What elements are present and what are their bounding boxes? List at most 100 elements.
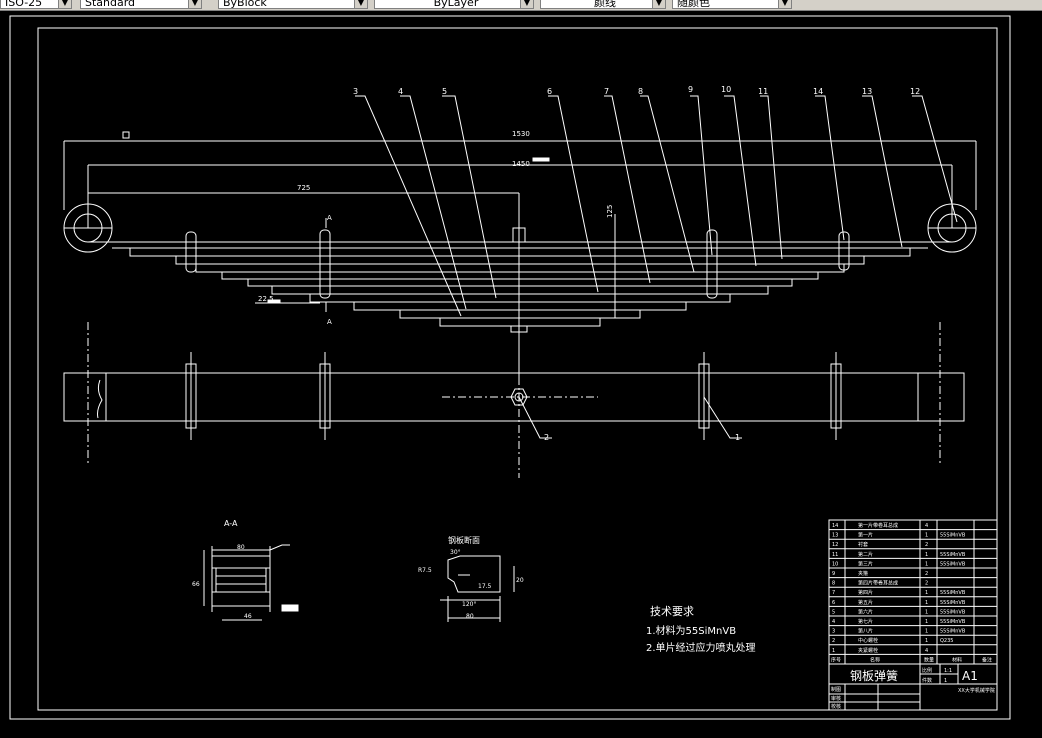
- tech-notes: 技术要求 1.材料为55SiMnVB 2.单片经过应力喷丸处理: [646, 605, 756, 654]
- bom-no: 4: [832, 619, 835, 625]
- part-label-12: 12: [910, 87, 920, 96]
- part-label-1: 1: [735, 433, 740, 442]
- bom-no: 10: [832, 561, 838, 567]
- bom-no: 8: [832, 581, 835, 587]
- bom-material: 55SiMnVB: [940, 533, 966, 539]
- bom-name: 夹箍: [858, 570, 868, 577]
- part-label-6: 6: [547, 87, 552, 96]
- tech-item-1: 1.材料为55SiMnVB: [646, 624, 736, 637]
- bom-name: 第七片: [858, 618, 873, 625]
- chevron-down-icon: ▼: [652, 0, 665, 8]
- section-dim-80: 80: [237, 544, 245, 551]
- bom-header-cell: 材料: [952, 656, 962, 663]
- bom-header-cell: 序号: [831, 656, 841, 663]
- bom-no: 13: [832, 533, 838, 539]
- part-label-8: 8: [638, 87, 643, 96]
- toolbar: ISO-25▼ Standard▼ ByBlock▼ ByLayer▼ 颜线▼ …: [0, 0, 1042, 11]
- school-name: XX大学机械学院: [958, 687, 995, 694]
- section-aa: A-A 80 66 46: [192, 519, 299, 621]
- plotstyle-select[interactable]: 随颜色▼: [672, 0, 792, 9]
- bom-name: 夹紧螺栓: [858, 647, 878, 654]
- profile-dim-thick: 20: [516, 577, 524, 584]
- profile-title: 钢板断面: [448, 535, 480, 545]
- dim-half: 725: [297, 184, 310, 192]
- part-label-9: 9: [688, 85, 693, 94]
- dim-height: 125: [606, 205, 614, 218]
- section-mark-top: A: [327, 214, 332, 222]
- bom-name: 中心螺栓: [858, 637, 878, 644]
- part-label-4: 4: [398, 87, 403, 96]
- lineweight-select[interactable]: 颜线▼: [540, 0, 666, 9]
- scale-label: 比例: [922, 667, 932, 674]
- bom-qty: 1: [925, 552, 928, 558]
- drawing-size: A1: [962, 669, 978, 683]
- top-view: 2 1: [63, 322, 965, 478]
- front-view: 1530 1450 725 125 22.5: [63, 85, 977, 385]
- bom-no: 11: [832, 552, 838, 558]
- scale-value: 1:1: [944, 668, 952, 674]
- bom-qty: 4: [925, 648, 928, 654]
- profile-angle-bottom: 120°: [462, 601, 476, 608]
- part-label-5: 5: [442, 87, 447, 96]
- bom-no: 2: [832, 638, 835, 644]
- bom-qty: 4: [925, 523, 928, 529]
- chevron-down-icon: ▼: [354, 0, 367, 8]
- bom-name: 衬套: [858, 541, 868, 548]
- bom-name: 第四片带卷耳总成: [858, 580, 898, 587]
- bom-no: 3: [832, 629, 835, 635]
- linetype-select[interactable]: ByLayer▼: [374, 0, 534, 9]
- profile-dim-inner: 17.5: [478, 583, 492, 590]
- bom-name: 第四片: [858, 589, 873, 596]
- bom-qty: 1: [925, 590, 928, 596]
- bom-qty: 1: [925, 600, 928, 606]
- bom-qty: 2: [925, 581, 928, 587]
- bom-qty: 1: [925, 533, 928, 539]
- part-label-13: 13: [862, 87, 872, 96]
- bom-no: 6: [832, 600, 835, 606]
- bom-qty: 1: [925, 629, 928, 635]
- bom-name: 第六片: [858, 608, 873, 615]
- bom-qty: 1: [925, 561, 928, 567]
- bom-material: 55SiMnVB: [940, 600, 966, 606]
- chevron-down-icon: ▼: [520, 0, 533, 8]
- bom-qty: 1: [925, 638, 928, 644]
- part-label-3: 3: [353, 87, 358, 96]
- profile-radius: R7.5: [418, 567, 432, 574]
- part-label-7: 7: [604, 87, 609, 96]
- dim-overall: 1530: [512, 130, 530, 138]
- dim-eye-span: 1450: [512, 160, 530, 168]
- dim-thickness: 22.5: [258, 295, 274, 303]
- bom-qty: 1: [925, 609, 928, 615]
- bom-material: Q235: [940, 638, 953, 644]
- section-dim-66: 66: [192, 581, 200, 588]
- profile-dim-width: 80: [466, 613, 474, 620]
- count-value: 1: [944, 678, 947, 684]
- row-label-2: 审核: [831, 695, 841, 702]
- bom-qty: 2: [925, 571, 928, 577]
- bom-material: 55SiMnVB: [940, 609, 966, 615]
- bom-name: 第一片带卷耳总成: [858, 522, 898, 529]
- row-label-1: 制图: [831, 686, 841, 693]
- bom-header-cell: 名称: [870, 656, 880, 663]
- bom-no: 9: [832, 571, 835, 577]
- drawing-canvas[interactable]: 1530 1450 725 125 22.5: [0, 11, 1042, 738]
- color-select[interactable]: ByBlock▼: [218, 0, 368, 9]
- section-mark-bottom: A: [327, 318, 332, 326]
- profile-angle-top: 30°: [450, 549, 461, 556]
- bom-no: 14: [832, 523, 838, 529]
- tech-item-2: 2.单片经过应力喷丸处理: [646, 641, 756, 654]
- bom-no: 1: [832, 648, 835, 654]
- bom-material: 55SiMnVB: [940, 552, 966, 558]
- dimstyle-select[interactable]: ISO-25▼: [0, 0, 72, 9]
- bom-no: 5: [832, 609, 835, 615]
- outer-frame: [9, 15, 1011, 720]
- bom-name: 第八片: [858, 628, 873, 635]
- bom-name: 第五片: [858, 599, 873, 606]
- tablestyle-select[interactable]: Standard▼: [80, 0, 202, 9]
- leaf-profile: 钢板断面 R7.5 30° 120° 17.5 20 80: [418, 535, 524, 622]
- bom-material: 55SiMnVB: [940, 629, 966, 635]
- inner-frame: [37, 27, 998, 711]
- row-label-3: 校核: [831, 703, 841, 710]
- bom-header-cell: 数量: [924, 656, 934, 663]
